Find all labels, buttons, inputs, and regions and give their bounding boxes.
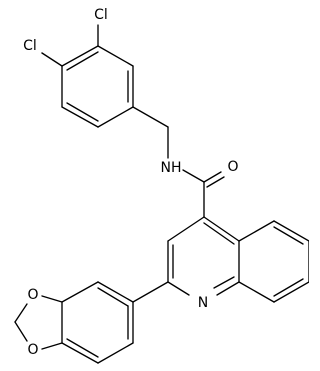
atom-cl-left: Cl	[23, 38, 37, 54]
atom-o-carbonyl: O	[227, 159, 238, 175]
dioxole-ring	[14, 295, 63, 350]
bond-cl-left	[41, 52, 63, 67]
quinoline-pyridine-ring	[167, 216, 240, 296]
quinoline-benzo-ring	[238, 220, 309, 303]
structure-canvas: Cl Cl NH O N O O	[14, 7, 309, 364]
linker-bonds	[132, 106, 225, 218]
atom-o-dioxole-upper: O	[27, 287, 38, 303]
atom-cl-top: Cl	[94, 7, 108, 23]
atom-nh: NH	[161, 160, 182, 176]
dichlorophenyl-ring	[61, 45, 134, 128]
atom-n-ring: N	[198, 295, 208, 311]
benzodioxole-benzene-ring	[61, 281, 134, 364]
atom-o-dioxole-lower: O	[27, 342, 38, 358]
biaryl-bond	[132, 281, 169, 303]
molecule-drawing: Cl Cl NH O N O O	[14, 7, 309, 364]
